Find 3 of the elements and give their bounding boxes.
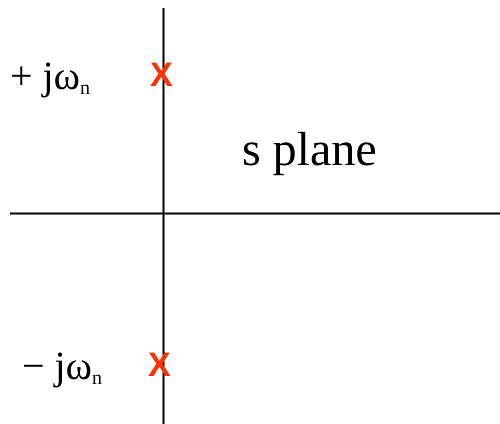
pole-value-label: − jω$_{n}$ [22, 346, 102, 388]
pole-value-label: + jω$_{n}$ [10, 56, 90, 98]
plane-label: s plane [242, 126, 377, 174]
